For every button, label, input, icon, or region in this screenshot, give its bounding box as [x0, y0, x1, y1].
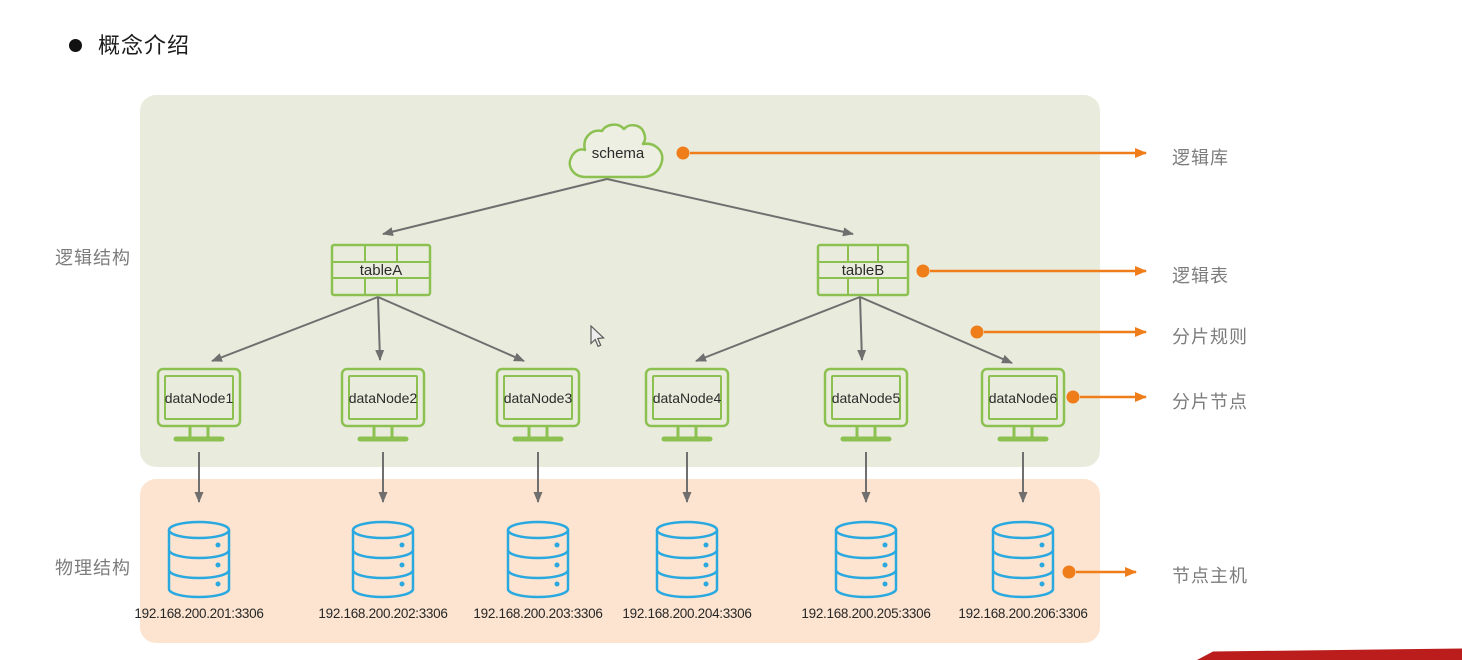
host2-address: 192.168.200.202:3306 [318, 606, 448, 621]
host2-database-icon [351, 520, 415, 599]
red-banner [1197, 648, 1462, 660]
datanode5-label: dataNode5 [831, 390, 901, 406]
host3-address: 192.168.200.203:3306 [473, 606, 603, 621]
host3-database-icon [506, 520, 570, 599]
tableA-label: tableA [359, 262, 403, 279]
schema-cloud-icon [568, 123, 664, 179]
schema-to-table-connectors [382, 178, 854, 237]
datanode3-monitor-icon [495, 367, 581, 442]
datanode-to-host-connectors [194, 452, 1028, 503]
host6-address: 192.168.200.206:3306 [958, 606, 1088, 621]
annotation-shard-node: 分片节点 [1172, 392, 1248, 412]
datanode3-label: dataNode3 [503, 390, 573, 406]
host1-address: 192.168.200.201:3306 [134, 606, 264, 621]
tableB-icon [816, 243, 910, 297]
host5-address: 192.168.200.205:3306 [801, 606, 931, 621]
datanode5-monitor-icon [823, 367, 909, 442]
host5-database-icon [834, 520, 898, 599]
datanode2-monitor-icon [340, 367, 426, 442]
host4-database-icon [655, 520, 719, 599]
datanode6-monitor-icon [980, 367, 1066, 442]
datanode2-label: dataNode2 [348, 390, 418, 406]
annotation-logical-table: 逻辑表 [1172, 266, 1229, 286]
page-title: 概念介绍 [98, 33, 191, 58]
datanode4-monitor-icon [644, 367, 730, 442]
logical-structure-label: 逻辑结构 [55, 248, 131, 268]
datanode1-monitor-icon [156, 367, 242, 442]
mouse-cursor-icon [590, 324, 605, 348]
tableB-label: tableB [841, 262, 885, 279]
datanode4-label: dataNode4 [652, 390, 722, 406]
host4-address: 192.168.200.204:3306 [622, 606, 752, 621]
annotation-arrows [676, 146, 1147, 579]
annotation-node-host: 节点主机 [1172, 566, 1248, 586]
datanode1-label: dataNode1 [164, 390, 234, 406]
table-to-datanode-connectors [211, 296, 1013, 364]
physical-structure-region [140, 479, 1100, 643]
host1-database-icon [167, 520, 231, 599]
title-bullet-icon [69, 39, 82, 52]
schema-node-label: schema [591, 145, 645, 162]
physical-structure-label: 物理结构 [55, 558, 131, 578]
annotation-logical-db: 逻辑库 [1172, 148, 1229, 168]
datanode6-label: dataNode6 [988, 390, 1058, 406]
host6-database-icon [991, 520, 1055, 599]
tableA-icon [330, 243, 432, 297]
annotation-shard-rule: 分片规则 [1172, 327, 1248, 347]
